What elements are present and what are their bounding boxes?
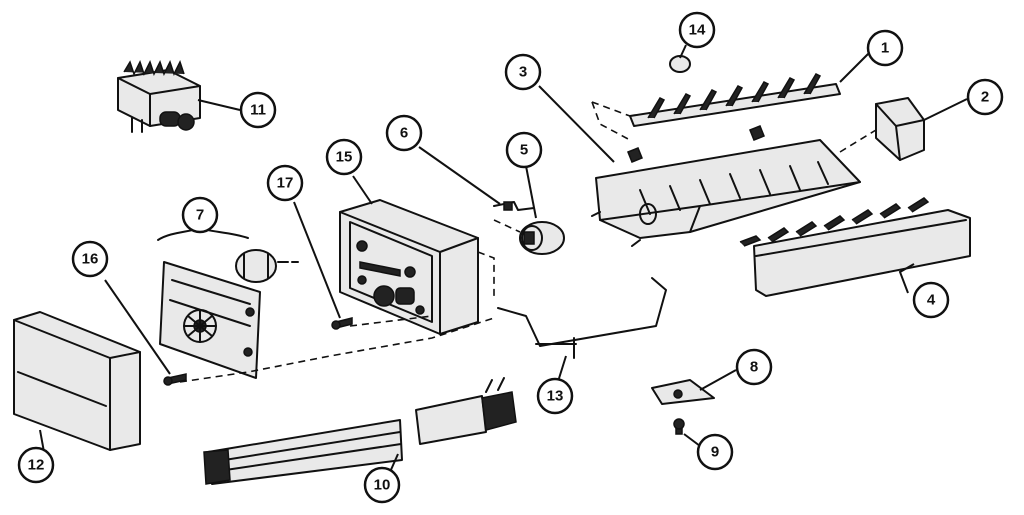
part-7-motor-plate: [157, 227, 299, 379]
callout-13: 13: [536, 377, 574, 415]
callout-label: 10: [374, 477, 391, 494]
callout-7: 7: [181, 196, 219, 234]
callout-1: 1: [866, 29, 904, 67]
callout-15: 15: [325, 138, 363, 176]
callout-17: 17: [266, 164, 304, 202]
callout-label: 12: [28, 457, 45, 474]
callout-2: 2: [966, 78, 1004, 116]
part-4-stripper: [739, 197, 971, 297]
callout-label: 11: [250, 102, 266, 119]
part-11-assembly: [117, 60, 201, 133]
part-8-cover: [651, 379, 715, 405]
callout-label: 6: [400, 125, 408, 142]
callout-10: 10: [363, 466, 401, 504]
part-12-front-cover: [13, 311, 141, 451]
callout-label: 1: [881, 40, 889, 57]
part-13-shutoff-arm: [497, 277, 667, 359]
part-6-clip: [493, 201, 535, 211]
callout-4: 4: [912, 281, 950, 319]
part-1-ejector: [629, 73, 841, 127]
callout-label: 17: [277, 175, 294, 192]
callout-label: 2: [981, 89, 989, 106]
callout-12: 12: [17, 446, 55, 484]
callout-14: 14: [678, 11, 716, 49]
callout-label: 8: [750, 359, 758, 376]
callout-11: 11: [239, 91, 277, 129]
callout-16: 16: [71, 240, 109, 278]
part-14-cap: [669, 55, 691, 73]
callout-label: 7: [196, 207, 204, 224]
part-9-screw: [673, 418, 685, 435]
part-2-end-cap: [875, 97, 925, 161]
callout-label: 9: [711, 444, 719, 461]
part-5-fill-cup: [519, 221, 565, 255]
callout-9: 9: [696, 433, 734, 471]
callout-8: 8: [735, 348, 773, 386]
callout-label: 14: [689, 22, 706, 39]
callout-6: 6: [385, 114, 423, 152]
part-3-ice-mold: [591, 125, 861, 247]
callout-label: 5: [520, 142, 528, 159]
alignment-lines: [179, 101, 877, 383]
part-17-screw: [331, 317, 353, 330]
callout-3: 3: [504, 53, 542, 91]
part-10-heater: [203, 377, 517, 485]
callout-label: 3: [519, 64, 527, 81]
callout-label: 16: [82, 251, 99, 268]
callout-label: 15: [336, 149, 353, 166]
callout-label: 13: [547, 388, 564, 405]
part-15-control-housing: [339, 199, 479, 335]
callout-label: 4: [927, 292, 936, 309]
part-16-screw: [163, 373, 187, 386]
callout-5: 5: [505, 131, 543, 169]
